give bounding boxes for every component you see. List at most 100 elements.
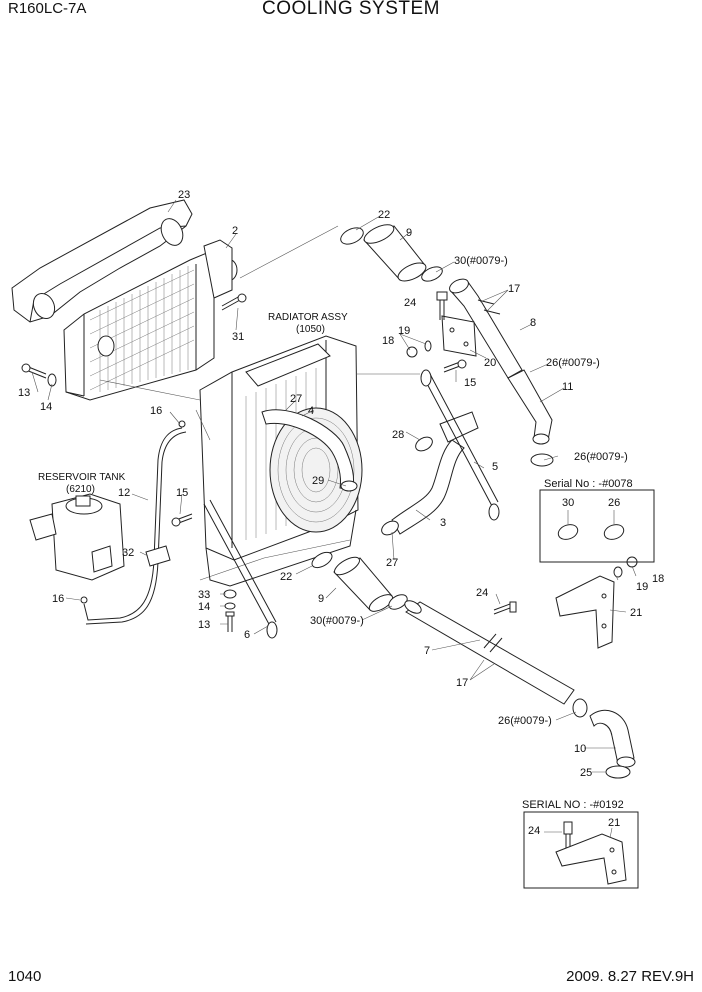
callout-26: 26(#0079-) — [498, 715, 552, 727]
inset-frame — [539, 489, 655, 563]
callout-11: 11 — [562, 381, 573, 393]
callout-30: 30(#0079-) — [454, 255, 508, 267]
inset-0192-callout-24: 24 — [528, 825, 540, 837]
fitting-16-lower — [80, 596, 88, 604]
page-title: COOLING SYSTEM — [261, 0, 441, 19]
callout-21: 21 — [630, 607, 642, 619]
elbow-10 — [589, 709, 636, 768]
callout-15: 15 — [464, 377, 476, 389]
clamp-28 — [415, 436, 433, 452]
clamp-22-upper — [340, 227, 364, 245]
callout-22: 22 — [378, 209, 390, 221]
callout-13: 13 — [18, 387, 30, 399]
bolt-24-lower — [493, 601, 517, 615]
bolt-15-upper — [443, 359, 467, 373]
page-number: 1040 — [8, 968, 42, 985]
callout-19: 19 — [636, 581, 648, 593]
fitting-16-upper — [178, 420, 186, 428]
hose-9-lower — [333, 556, 394, 612]
clamp-27-lower — [381, 520, 399, 536]
inset-serial-0192 — [523, 811, 639, 889]
callout-20: 20 — [484, 357, 496, 369]
bolt-13-lower — [225, 611, 235, 632]
inset-0192-title: SERIAL NO : -#0192 — [522, 799, 624, 811]
intercooler-cover — [11, 199, 193, 323]
pipe-8 — [449, 278, 523, 379]
inset-serial-0078 — [539, 489, 655, 563]
callout-14: 14 — [198, 601, 210, 613]
callout-labels: RADIATOR ASSY (1050) RESERVOIR TANK (621… — [18, 189, 664, 837]
callout-29: 29 — [312, 475, 324, 487]
callout-19: 19 — [398, 325, 410, 337]
model-code: R160LC-7A — [8, 0, 87, 17]
washer-19-upper — [424, 340, 432, 352]
callout-17: 17 — [508, 283, 520, 295]
inset-0078-title: Serial No : -#0078 — [544, 478, 633, 490]
callout-13: 13 — [198, 619, 210, 631]
clamp-25 — [605, 765, 631, 779]
callout-8: 8 — [530, 317, 536, 329]
callout-6: 6 — [244, 629, 250, 641]
callout-27: 27 — [290, 393, 302, 405]
radiator-assy-label: RADIATOR ASSY — [268, 312, 348, 323]
callout-4: 4 — [308, 405, 314, 417]
washer-19-lower — [613, 566, 623, 578]
callout-27: 27 — [386, 557, 398, 569]
callout-9: 9 — [318, 593, 324, 605]
clamp-26-lower — [572, 698, 588, 718]
callout-12: 12 — [118, 487, 130, 499]
callout-9: 9 — [406, 227, 412, 239]
bolt-31 — [221, 293, 247, 311]
revision-date: 2009. 8.27 REV.9H — [566, 968, 694, 985]
callout-16: 16 — [52, 593, 64, 605]
bracket-21 — [555, 575, 615, 649]
callout-3: 3 — [440, 517, 446, 529]
inset-frame — [523, 811, 639, 889]
callout-30: 30(#0079-) — [310, 615, 364, 627]
callout-31: 31 — [232, 331, 244, 343]
inset-0078-callout-26: 26 — [608, 497, 620, 509]
washer-14-upper — [47, 373, 57, 387]
pipe-7 — [404, 600, 575, 705]
callout-28: 28 — [392, 429, 404, 441]
pipe-11 — [507, 369, 553, 445]
callout-22: 22 — [280, 571, 292, 583]
rod-6 — [203, 499, 278, 639]
callout-14: 14 — [40, 401, 52, 413]
callout-15: 15 — [176, 487, 188, 499]
callout-26: 26(#0079-) — [546, 357, 600, 369]
leader-lines — [31, 199, 637, 773]
callout-24: 24 — [476, 587, 488, 599]
clamp-22-lower — [311, 551, 333, 569]
callout-24: 24 — [404, 297, 416, 309]
reservoir-code-label: (6210) — [66, 484, 95, 495]
hose-9-upper — [363, 224, 427, 282]
bolt-15-lower — [171, 513, 193, 527]
callout-23: 23 — [178, 189, 190, 201]
callout-18: 18 — [652, 573, 664, 585]
callout-2: 2 — [232, 225, 238, 237]
callout-17: 17 — [456, 677, 468, 689]
clamp-26-mid — [530, 453, 554, 467]
reservoir-tank — [29, 493, 125, 581]
inset-0078-callout-30: 30 — [562, 497, 574, 509]
washer-14-lower — [224, 602, 236, 610]
callout-25: 25 — [580, 767, 592, 779]
bolt-24-upper — [436, 291, 448, 320]
hose-clamp-29 — [340, 480, 358, 492]
bolt-13-upper — [21, 363, 47, 379]
reservoir-tank-label: RESERVOIR TANK — [38, 472, 126, 483]
callout-18: 18 — [382, 335, 394, 347]
hose-12 — [83, 427, 187, 625]
callout-16: 16 — [150, 405, 162, 417]
callout-32: 32 — [122, 547, 134, 559]
intercooler-core — [63, 239, 238, 401]
clamp-30-upper — [421, 266, 443, 282]
inset-0192-callout-21: 21 — [608, 817, 620, 829]
callout-10: 10 — [574, 743, 586, 755]
nut-18-upper — [406, 346, 418, 358]
radiator-code-label: (1050) — [296, 324, 325, 335]
callout-7: 7 — [424, 645, 430, 657]
callout-33: 33 — [198, 589, 210, 601]
